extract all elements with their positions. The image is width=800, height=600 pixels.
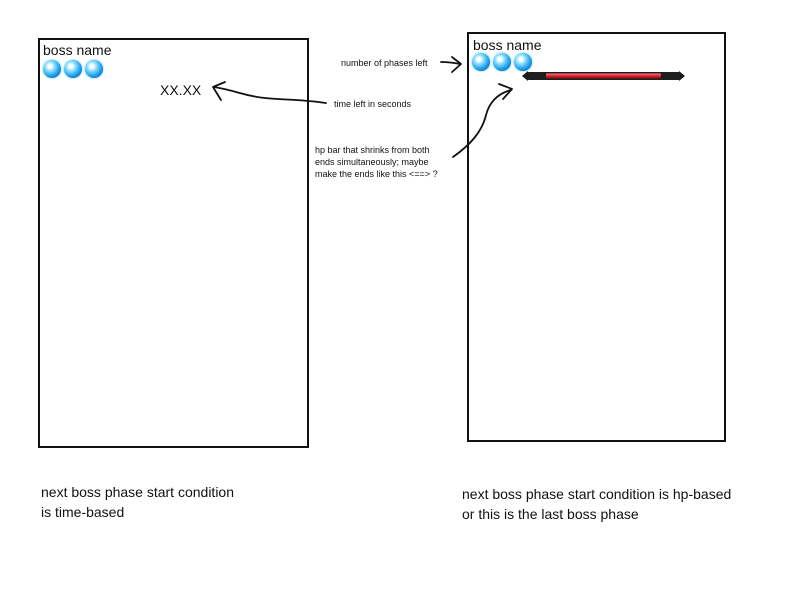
- annotation-hp-bar-line: make the ends like this <==> ?: [315, 169, 438, 179]
- arrow-phases-left: [440, 61, 461, 65]
- hp-bar: [522, 71, 685, 81]
- caption-line: next boss phase start condition is hp-ba…: [462, 486, 732, 502]
- caption-line: or this is the last boss phase: [462, 506, 639, 522]
- annotation-hp-bar-line: hp bar that shrinks from both: [315, 145, 430, 155]
- annotation-hp-bar-line: ends simultaneously; maybe: [315, 157, 429, 167]
- phase-orbs: [472, 53, 532, 71]
- annotation-phases-left: number of phases left: [341, 58, 428, 68]
- annotation-time-left: time left in seconds: [334, 99, 412, 109]
- caption-hp-based: next boss phase start condition is hp-ba…: [462, 484, 731, 524]
- boss-panel-time-based: boss name XX.XX: [38, 38, 309, 448]
- arrow-hp-bar: [452, 89, 512, 158]
- phase-orb-icon: [472, 53, 490, 71]
- boss-name-label: boss name: [43, 42, 112, 58]
- annotation-hp-bar: hp bar that shrinks from both ends simul…: [315, 144, 438, 180]
- hp-bar-left-end: [522, 71, 528, 81]
- hp-bar-fill: [546, 73, 661, 79]
- phase-orb-icon: [64, 60, 82, 78]
- time-left-readout: XX.XX: [160, 82, 202, 98]
- phase-orb-icon: [493, 53, 511, 71]
- arrow-time-left: [213, 86, 327, 104]
- phase-orb-icon: [43, 60, 61, 78]
- caption-time-based: next boss phase start condition is time-…: [41, 482, 234, 522]
- boss-panel-hp-based: boss name: [467, 32, 726, 442]
- caption-line: is time-based: [41, 504, 125, 520]
- phase-orbs: [43, 60, 103, 78]
- boss-name-label: boss name: [473, 37, 542, 53]
- hp-bar-right-end: [679, 71, 685, 81]
- phase-orb-icon: [514, 53, 532, 71]
- caption-line: next boss phase start condition: [41, 484, 235, 500]
- phase-orb-icon: [85, 60, 103, 78]
